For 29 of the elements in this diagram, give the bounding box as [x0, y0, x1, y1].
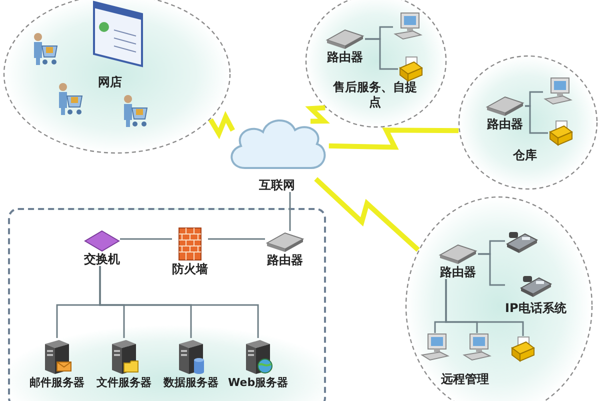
device-label: 数据服务器 [164, 376, 218, 390]
connector-line [99, 266, 259, 338]
device-label: 路由器 [327, 50, 363, 64]
connector-line [445, 279, 524, 336]
lightning-link [328, 128, 459, 150]
connector-line [208, 238, 265, 240]
connector-line [365, 38, 398, 70]
device-label: 文件服务器 [96, 376, 152, 390]
lightning-link [314, 177, 420, 252]
zone-label: 仓库 [512, 148, 538, 163]
network-zone-box [8, 208, 326, 401]
device-label: 路由器 [440, 265, 476, 279]
device-label: Web服务器 [228, 376, 288, 390]
device-label: 邮件服务器 [30, 376, 84, 390]
device-label: IP电话系统 [505, 301, 566, 315]
device-label: 交换机 [84, 252, 120, 266]
connector-line [120, 238, 172, 240]
zone-label: 网店 [97, 75, 123, 90]
zone-label: 远程管理 [440, 372, 490, 387]
connector-line [478, 253, 505, 286]
device-label: 路由器 [487, 117, 523, 131]
lightning-link [208, 111, 235, 140]
device-label: 防火墙 [172, 262, 208, 276]
connector-line [525, 105, 548, 134]
zone-label: 售后服务、自提点 [332, 80, 418, 110]
connector-line [289, 192, 291, 231]
device-label: 互联网 [259, 178, 295, 192]
lightning-link [305, 105, 330, 124]
device-label: 路由器 [267, 253, 303, 267]
